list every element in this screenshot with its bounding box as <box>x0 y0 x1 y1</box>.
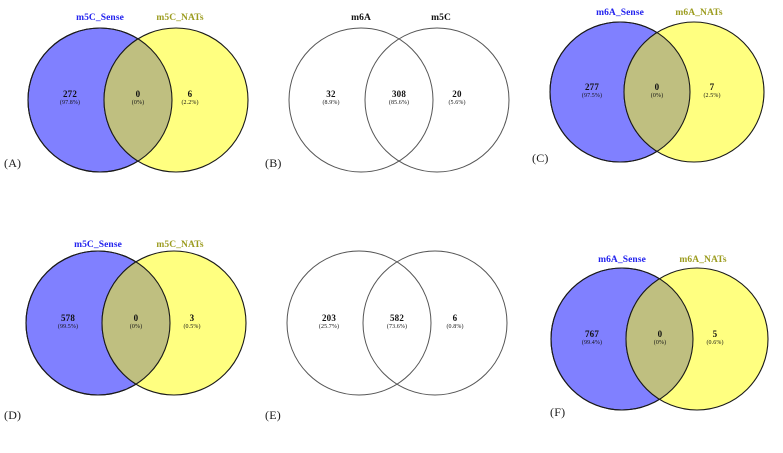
panel-e: 203 (25.7%) 582 (73.6%) 6 (0.8%) (E) <box>261 228 522 440</box>
venn-circle-left-outline <box>27 27 173 173</box>
region-percent: (97.8%) <box>59 100 81 106</box>
region-percent: (73.6%) <box>386 324 408 330</box>
panel-c: m6A_Sense m6A_NATs 277 (97.5%) 0 (0%) 7 … <box>522 0 783 204</box>
region-count: 277 <box>584 82 600 92</box>
region-percent: (85.6%) <box>388 100 410 106</box>
set-title-right: m5C_NATs <box>156 13 204 23</box>
region-count: 3 <box>189 313 195 323</box>
region-intersection: 0 (0%) <box>651 82 663 100</box>
panel-d: m5C_Sense m5C_NATs 578 (99.5%) 0 (0%) 3 … <box>0 228 261 440</box>
region-count: 578 <box>60 313 76 323</box>
venn-diagram-a <box>27 27 249 173</box>
region-count: 272 <box>62 89 78 99</box>
region-percent: (0%) <box>653 340 667 346</box>
region-percent: (8.9%) <box>322 100 340 106</box>
set-title-right: m6A_NATs <box>679 255 727 265</box>
panel-b: m6A m5C 32 (8.9%) 308 (85.6%) 20 (5.6%) … <box>261 0 522 212</box>
region-percent: (97.5%) <box>581 93 603 99</box>
region-count: 0 <box>657 329 663 339</box>
set-title-left: m6A_Sense <box>598 255 646 265</box>
region-count: 7 <box>709 82 715 92</box>
venn-circle-left <box>288 27 434 173</box>
region-right-only: 6 (2.2%) <box>181 89 198 107</box>
region-left-only: 277 (97.5%) <box>582 82 602 100</box>
region-percent: (0.6%) <box>706 340 724 346</box>
panel-a: m5C_Sense m5C_NATs 272 (97.8%) 0 (0%) 6 … <box>0 0 261 212</box>
region-intersection: 0 (0%) <box>654 329 666 347</box>
set-title-left: m6A_Sense <box>596 8 644 18</box>
region-intersection: 308 (85.6%) <box>389 89 409 107</box>
venn-figure: m5C_Sense m5C_NATs 272 (97.8%) 0 (0%) 6 … <box>0 0 783 422</box>
region-count: 6 <box>452 313 458 323</box>
region-count: 32 <box>326 89 336 99</box>
region-left-only: 203 (25.7%) <box>319 313 339 331</box>
panel-label-d: (D) <box>4 408 22 422</box>
set-title-left: m5C_Sense <box>76 13 124 23</box>
region-intersection: 0 (0%) <box>132 89 144 107</box>
set-title-left: m5C_Sense <box>74 240 122 250</box>
venn-diagram-d <box>25 250 247 396</box>
region-count: 5 <box>712 329 718 339</box>
venn-circle-left-outline <box>25 250 171 396</box>
region-right-only: 6 (0.8%) <box>446 313 463 331</box>
panel-label-e: (E) <box>265 408 281 422</box>
region-intersection: 582 (73.6%) <box>387 313 407 331</box>
region-percent: (0.8%) <box>446 324 464 330</box>
region-count: 20 <box>452 89 462 99</box>
region-percent: (0.5%) <box>183 324 201 330</box>
panel-label-f: (F) <box>550 405 566 419</box>
venn-circle-left <box>286 250 432 396</box>
set-title-right: m6A_NATs <box>675 8 723 18</box>
region-count: 6 <box>187 89 193 99</box>
region-percent: (25.7%) <box>318 324 340 330</box>
region-right-only: 5 (0.6%) <box>706 329 723 347</box>
venn-overlap <box>103 28 172 172</box>
region-percent: (0%) <box>129 324 143 330</box>
region-left-only: 767 (99.4%) <box>582 329 602 347</box>
region-count: 203 <box>321 313 337 323</box>
region-count: 767 <box>584 329 600 339</box>
region-right-only: 20 (5.6%) <box>448 89 465 107</box>
region-count: 0 <box>135 89 141 99</box>
panel-label-a: (A) <box>4 156 22 170</box>
region-percent: (99.5%) <box>57 324 79 330</box>
venn-diagram-f <box>550 267 769 411</box>
set-title-right: m5C_NATs <box>156 240 204 250</box>
set-title-left: m6A <box>351 13 371 23</box>
region-count: 0 <box>133 313 139 323</box>
venn-overlap <box>101 251 170 395</box>
region-percent: (2.2%) <box>181 100 199 106</box>
panel-f: m6A_Sense m6A_NATs 767 (99.4%) 0 (0%) 5 … <box>522 241 783 453</box>
panel-label-b: (B) <box>265 156 282 170</box>
region-percent: (2.5%) <box>703 93 721 99</box>
region-left-only: 32 (8.9%) <box>322 89 339 107</box>
region-count: 308 <box>391 89 407 99</box>
region-percent: (0%) <box>131 100 145 106</box>
region-count: 582 <box>389 313 405 323</box>
region-percent: (0%) <box>650 93 664 99</box>
region-left-only: 578 (99.5%) <box>58 313 78 331</box>
venn-circle-right <box>364 27 510 173</box>
region-right-only: 7 (2.5%) <box>703 82 720 100</box>
region-percent: (99.4%) <box>581 340 603 346</box>
region-right-only: 3 (0.5%) <box>183 313 200 331</box>
set-title-right: m5C <box>431 13 451 23</box>
region-intersection: 0 (0%) <box>130 313 142 331</box>
region-count: 0 <box>654 82 660 92</box>
venn-circle-right <box>362 250 508 396</box>
venn-diagram-b <box>288 27 510 173</box>
venn-overlap <box>625 268 693 410</box>
region-percent: (5.6%) <box>448 100 466 106</box>
venn-overlap <box>623 22 690 162</box>
venn-diagram-e <box>286 250 508 396</box>
region-left-only: 272 (97.8%) <box>60 89 80 107</box>
venn-circle-left-outline <box>549 21 691 163</box>
venn-circle-left-outline <box>550 267 694 411</box>
venn-diagram-c <box>549 21 765 163</box>
panel-label-c: (C) <box>532 151 549 165</box>
